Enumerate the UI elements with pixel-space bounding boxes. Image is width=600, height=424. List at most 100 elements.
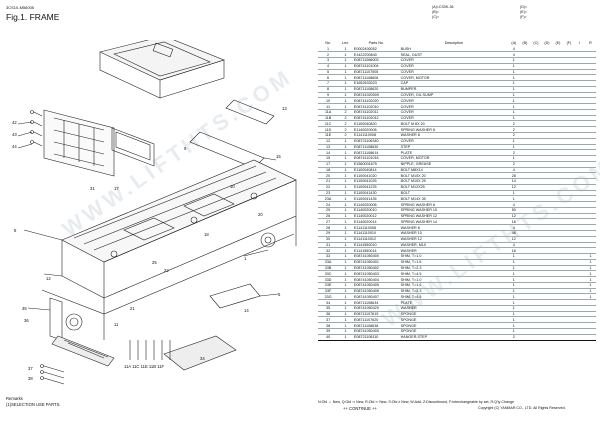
qty-r — [585, 178, 596, 185]
model-d: (D)= — [520, 5, 528, 9]
qty-f — [563, 120, 575, 128]
qty-c — [530, 63, 542, 70]
qty-b — [519, 167, 531, 174]
part-no: 27 — [318, 218, 339, 226]
part-level: 2 — [338, 115, 353, 122]
qty-i — [574, 149, 586, 157]
qty-c — [530, 161, 542, 168]
qty-i — [574, 322, 586, 329]
qty-d — [541, 109, 553, 116]
qty-a: 12 — [508, 236, 520, 243]
qty-a: 2 — [508, 149, 520, 157]
part-description: SPRING WASHER 10 — [399, 207, 509, 214]
qty-d — [541, 155, 553, 162]
qty-i — [574, 311, 586, 318]
part-description: WASHER — [399, 305, 509, 312]
qty-b — [519, 172, 531, 180]
qty-r: 1 — [585, 282, 596, 289]
qty-b — [519, 120, 531, 128]
svg-text:9: 9 — [184, 146, 187, 151]
part-level: 1 — [338, 236, 353, 243]
part-level: 1 — [338, 288, 353, 295]
part-description: COVER — [399, 103, 509, 110]
qty-f — [563, 253, 575, 260]
qty-f — [563, 322, 575, 329]
qty-i — [574, 86, 586, 93]
part-no: 11C — [318, 120, 339, 128]
part-no: 11D — [318, 126, 339, 133]
qty-d — [541, 57, 553, 64]
qty-e — [552, 109, 564, 116]
qty-a: 1 — [508, 195, 520, 203]
qty-d — [541, 184, 553, 191]
svg-text:21: 21 — [130, 306, 135, 311]
qty-b — [519, 51, 531, 59]
qty-c — [530, 195, 542, 203]
part-description: WASHER 12 — [399, 236, 509, 243]
qty-i — [574, 74, 586, 82]
part-number: E08741050402 — [352, 265, 400, 272]
qty-i — [574, 276, 586, 283]
part-level: 1 — [338, 144, 353, 151]
qty-a: 1 — [508, 265, 520, 272]
part-no: 33F — [318, 288, 339, 295]
qty-i — [574, 69, 586, 76]
part-number: E08741050404 — [352, 276, 400, 283]
col-lev: Lev. — [342, 41, 349, 45]
qty-d — [541, 69, 553, 76]
part-description: SPONGE — [399, 316, 509, 324]
qty-c — [530, 236, 542, 243]
part-number: E1141110012 — [352, 236, 400, 243]
remarks: Remarks (1)SELECTION USE PARTS. — [6, 396, 61, 408]
qty-c — [530, 265, 542, 272]
qty-i — [574, 213, 586, 220]
qty-e — [552, 46, 564, 53]
part-no: 6 — [318, 74, 339, 82]
part-no: 40 — [318, 334, 339, 341]
qty-d — [541, 224, 553, 231]
part-description: COVER, MOTOR — [399, 74, 509, 82]
qty-a: 1 — [508, 311, 520, 318]
part-number: E08711108614 — [352, 149, 400, 157]
qty-i — [574, 247, 586, 255]
part-level: 1 — [338, 155, 353, 162]
part-no: 23 — [318, 190, 339, 197]
qty-r — [585, 305, 596, 312]
qty-e — [552, 132, 564, 139]
qty-e — [552, 282, 564, 289]
qty-d — [541, 86, 553, 93]
qty-b — [519, 103, 531, 110]
part-level: 1 — [338, 138, 353, 145]
qty-c — [530, 178, 542, 185]
part-number: E1422200840 — [352, 51, 400, 59]
part-level: 1 — [338, 282, 353, 289]
part-number: E08741102010 — [352, 103, 400, 110]
part-no: 33B — [318, 265, 339, 272]
qty-r — [585, 51, 596, 59]
qty-f — [563, 155, 575, 162]
part-number: E08741101016 — [352, 155, 400, 162]
qty-a: 1 — [508, 293, 520, 301]
qty-c — [530, 334, 542, 341]
qty-i — [574, 242, 586, 249]
qty-r — [585, 115, 596, 122]
qty-c — [530, 213, 542, 220]
part-level: 1 — [338, 57, 353, 64]
qty-a: 1 — [508, 144, 520, 151]
part-description: COVER, OIL SUMP — [399, 92, 509, 99]
svg-text:17: 17 — [114, 186, 119, 191]
svg-text:38: 38 — [28, 376, 33, 381]
qty-c — [530, 115, 542, 122]
part-description: SEAL, DUST — [399, 51, 509, 59]
qty-c — [530, 253, 542, 260]
qty-a: 1 — [508, 259, 520, 266]
qty-c — [530, 144, 542, 151]
